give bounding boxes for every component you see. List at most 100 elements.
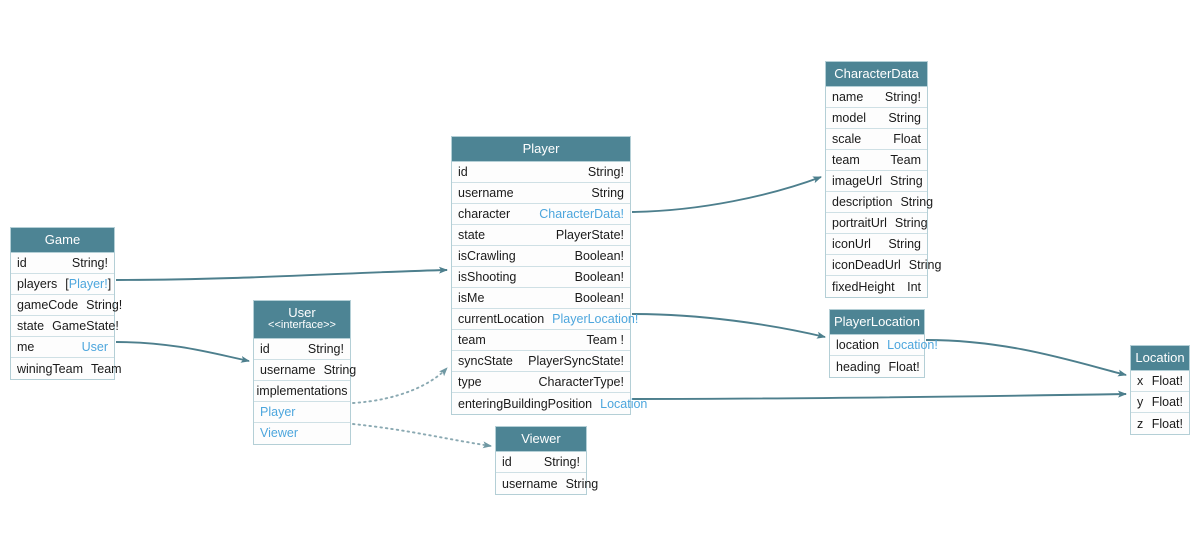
field-name: enteringBuildingPosition — [458, 396, 593, 411]
entity-header-game: Game — [11, 228, 114, 253]
entity-title: Player — [522, 141, 560, 156]
field-type: Team — [890, 153, 921, 167]
field-row[interactable]: model String — [826, 108, 927, 129]
field-row[interactable]: Player — [254, 401, 350, 423]
field-type: Int — [907, 279, 921, 294]
edge-player-currentlocation-to-playerlocation — [631, 313, 826, 339]
entity-header-playerlocation: PlayerLocation — [830, 310, 924, 335]
edge-user-implements-player — [352, 367, 448, 404]
field-type: Boolean! — [574, 270, 624, 284]
field-name: iconDeadUrl — [832, 258, 901, 272]
entity-title: Location — [1135, 350, 1185, 365]
field-name: location — [836, 338, 880, 352]
edge-game-me-to-user — [115, 341, 250, 363]
field-row[interactable]: id String! — [496, 452, 586, 473]
field-name: y — [1137, 395, 1144, 409]
field-type: Float! — [1151, 395, 1183, 409]
field-name: id — [17, 256, 27, 270]
field-row[interactable]: name String! — [826, 87, 927, 108]
field-type: Float! — [1151, 374, 1183, 388]
edge-game-players-to-player — [115, 266, 448, 281]
field-type: Float — [893, 132, 921, 146]
entity-header-characterdata: CharacterData — [826, 62, 927, 87]
field-name: model — [832, 111, 867, 125]
field-type: String — [888, 237, 921, 251]
field-row[interactable]: players[Player!] — [11, 274, 114, 295]
field-row[interactable]: y Float! — [1131, 392, 1189, 413]
field-row[interactable]: iconDeadUrl String — [826, 255, 941, 276]
entity-header-location: Location — [1131, 346, 1189, 371]
field-row[interactable]: location Location! — [830, 335, 938, 356]
field-name: id — [260, 341, 270, 356]
entity-header-viewer: Viewer — [496, 427, 586, 452]
field-row[interactable]: z Float! — [1131, 413, 1189, 434]
edge-user-implements-viewer — [352, 423, 492, 449]
field-type: Float! — [1151, 416, 1183, 431]
field-row[interactable]: iconUrl String — [826, 234, 927, 255]
field-name: id — [502, 455, 512, 469]
field-name: name — [832, 90, 864, 104]
field-type: String! — [884, 90, 921, 104]
field-row[interactable]: Viewer — [254, 422, 350, 444]
entity-header-player: Player — [452, 137, 630, 162]
field-type: Boolean! — [574, 249, 624, 263]
field-type: String! — [86, 298, 123, 312]
field-type: String — [890, 174, 923, 188]
field-name: username — [458, 186, 514, 200]
field-row[interactable]: implementations — [254, 380, 350, 402]
field-name: isMe — [458, 291, 485, 305]
field-type: String — [888, 111, 921, 125]
field-type: String — [908, 258, 942, 272]
field-name: Viewer — [260, 426, 298, 441]
field-name: state — [458, 228, 486, 242]
field-type: String — [591, 186, 624, 200]
field-name: team — [458, 333, 486, 347]
field-type: String! — [543, 455, 580, 469]
edge-playerlocation-location-to-location — [925, 339, 1127, 377]
field-type: Location! — [887, 338, 938, 352]
field-name: type — [458, 375, 482, 389]
field-type: CharacterType! — [538, 375, 624, 389]
field-row[interactable]: username String — [452, 183, 630, 204]
field-name: iconUrl — [832, 237, 871, 251]
field-name: z — [1137, 416, 1144, 431]
entity-header-user: User<<interface>> — [254, 301, 350, 339]
field-type: GameState! — [52, 319, 119, 333]
field-row[interactable]: type CharacterType! — [452, 372, 630, 393]
field-type: PlayerLocation! — [552, 312, 639, 326]
